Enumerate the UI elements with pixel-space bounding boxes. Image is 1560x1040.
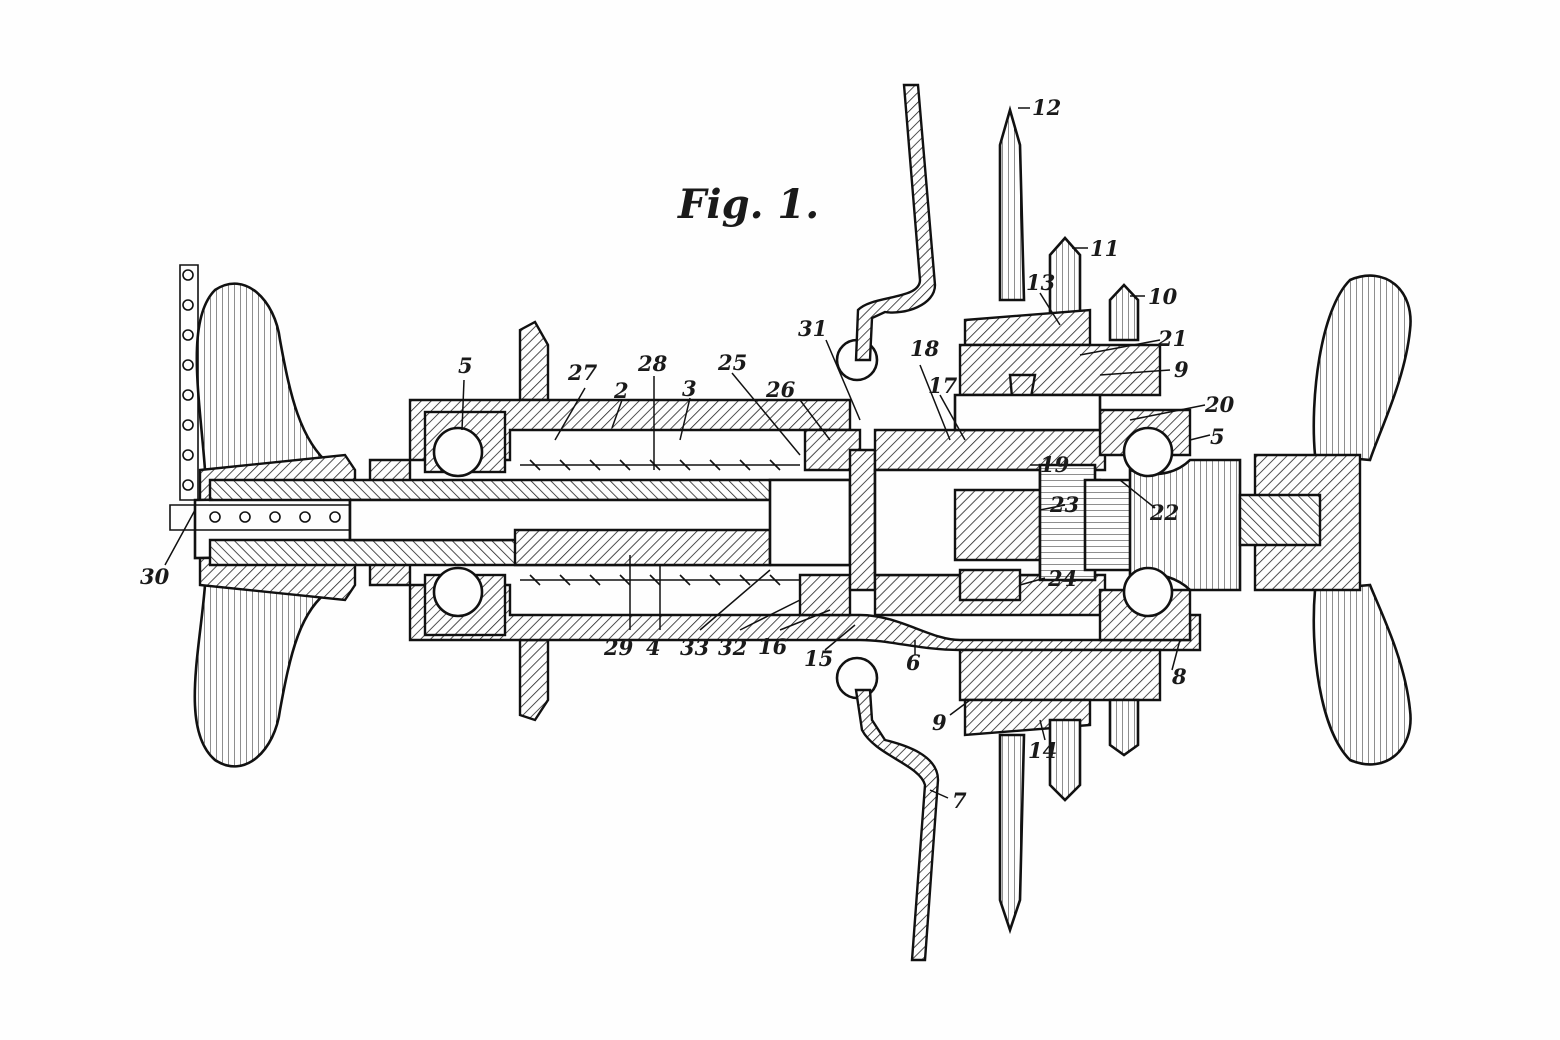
label-26: 26 (765, 377, 796, 402)
label-33: 33 (680, 635, 709, 660)
label-17: 17 (928, 373, 958, 398)
reference-labels: 2 3 4 5 5 6 7 8 9 9 10 11 12 13 14 15 16… (140, 95, 1235, 813)
label-28: 28 (637, 351, 668, 376)
label-3: 3 (682, 376, 697, 401)
label-25: 25 (717, 350, 747, 375)
label-23: 23 (1049, 492, 1079, 517)
label-22: 22 (1149, 500, 1179, 525)
lower-sprockets (958, 648, 1162, 935)
label-24: 24 (1047, 566, 1077, 591)
label-6: 6 (906, 650, 921, 675)
label-9-lower: 9 (932, 710, 947, 735)
label-12: 12 (1032, 95, 1061, 120)
label-19: 19 (1040, 452, 1070, 477)
label-10: 10 (1148, 284, 1178, 309)
label-5-left: 5 (458, 353, 473, 378)
label-20: 20 (1204, 392, 1235, 417)
figure-title: Fig. 1. (677, 181, 819, 228)
label-14: 14 (1028, 738, 1057, 763)
hub-housing (208, 320, 1242, 722)
label-27: 27 (567, 360, 598, 385)
label-15: 15 (804, 646, 833, 671)
label-9-upper: 9 (1174, 357, 1189, 382)
upper-sprockets (953, 105, 1162, 432)
label-4: 4 (646, 635, 661, 660)
chain (169, 264, 351, 531)
label-31: 31 (798, 316, 827, 341)
label-5-right: 5 (1210, 424, 1225, 449)
leader-lines (164, 107, 1211, 799)
label-11: 11 (1090, 236, 1119, 261)
label-13: 13 (1026, 270, 1055, 295)
label-32: 32 (718, 635, 747, 660)
label-30: 30 (140, 564, 170, 589)
frame-plate (854, 83, 940, 962)
label-16: 16 (758, 634, 788, 659)
label-7: 7 (952, 788, 967, 813)
label-21: 21 (1157, 326, 1187, 351)
label-8: 8 (1171, 664, 1187, 689)
label-2: 2 (613, 378, 629, 403)
label-29: 29 (603, 635, 634, 660)
right-wing-nut (1238, 274, 1412, 766)
left-wing-nut (193, 282, 357, 768)
label-18: 18 (910, 336, 940, 361)
